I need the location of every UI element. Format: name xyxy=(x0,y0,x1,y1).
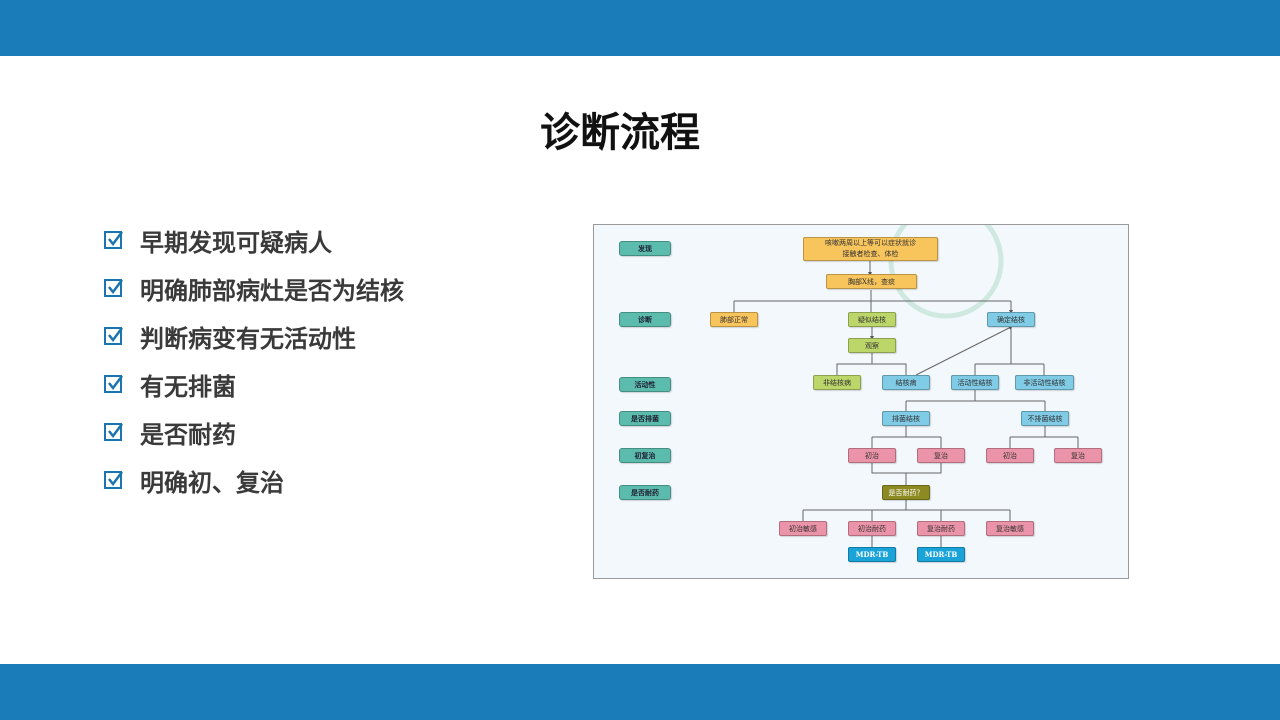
node-new-2: 初治 xyxy=(986,448,1034,463)
node-xray: 胸部X线，查痰 xyxy=(826,274,917,289)
node-retreat-2: 复治 xyxy=(1054,448,1102,463)
node-retreat-resistant: 复治耐药 xyxy=(917,521,965,536)
node-new-resistant: 初治耐药 xyxy=(848,521,896,536)
row-label-resistance: 是否耐药 xyxy=(619,485,671,500)
row-label-diagnosis: 诊断 xyxy=(619,312,671,327)
node-new-sensitive: 初治敏感 xyxy=(779,521,827,536)
row-label-treatment: 初复治 xyxy=(619,448,671,463)
checkbox-icon xyxy=(104,471,123,489)
row-label-activity: 活动性 xyxy=(619,377,671,392)
checkbox-icon xyxy=(104,279,123,297)
list-item: 有无排菌 xyxy=(104,360,404,408)
bottom-banner xyxy=(0,664,1280,720)
list-item: 明确初、复治 xyxy=(104,456,404,504)
bullet-text: 早期发现可疑病人 xyxy=(140,228,332,257)
node-start-line1: 咳嗽两周以上等可以症状就诊 xyxy=(825,239,916,247)
list-item: 早期发现可疑病人 xyxy=(104,216,404,264)
flowchart-connectors xyxy=(733,225,1079,547)
row-label-discover: 发现 xyxy=(619,241,671,256)
bullet-text: 明确初、复治 xyxy=(140,468,284,497)
bullet-text: 明确肺部病灶是否为结核 xyxy=(140,276,404,305)
list-item: 判断病变有无活动性 xyxy=(104,312,404,360)
top-banner xyxy=(0,0,1280,56)
node-start-line2: 接触者检查、体检 xyxy=(842,250,899,258)
checkbox-icon xyxy=(104,231,123,249)
node-observe: 观察 xyxy=(848,338,896,353)
node-smear-neg: 不排菌结核 xyxy=(1021,411,1069,426)
row-label-smear: 是否排菌 xyxy=(619,411,671,426)
node-confirmed: 确定结核 xyxy=(987,312,1035,327)
bullet-list: 早期发现可疑病人 明确肺部病灶是否为结核 判断病变有无活动性 有无排菌 是否耐药… xyxy=(104,216,404,504)
node-normal: 肺部正常 xyxy=(710,312,758,327)
bullet-text: 判断病变有无活动性 xyxy=(140,324,356,353)
node-tb: 结核病 xyxy=(882,375,930,390)
bullet-text: 是否耐药 xyxy=(140,420,236,449)
node-mdr-tb-2: MDR-TB xyxy=(917,547,965,562)
node-new-1: 初治 xyxy=(848,448,896,463)
checkbox-icon xyxy=(104,327,123,345)
bullet-text: 有无排菌 xyxy=(140,372,236,401)
diagnosis-flowchart: 发现 诊断 活动性 是否排菌 初复治 是否耐药 咳嗽两周以上等可以症状就诊接触者… xyxy=(593,224,1129,579)
node-resistant-question: 是否耐药？ xyxy=(882,485,930,500)
checkbox-icon xyxy=(104,423,123,441)
node-smear-pos: 排菌结核 xyxy=(882,411,930,426)
node-suspect: 疑似结核 xyxy=(848,312,896,327)
list-item: 是否耐药 xyxy=(104,408,404,456)
checkbox-icon xyxy=(104,375,123,393)
node-inactive: 非活动性结核 xyxy=(1015,375,1074,390)
list-item: 明确肺部病灶是否为结核 xyxy=(104,264,404,312)
node-active: 活动性结核 xyxy=(951,375,999,390)
page-title: 诊断流程 xyxy=(540,110,700,156)
node-start: 咳嗽两周以上等可以症状就诊接触者检查、体检 xyxy=(803,237,938,261)
node-retreat-1: 复治 xyxy=(917,448,965,463)
node-mdr-tb-1: MDR-TB xyxy=(848,547,896,562)
node-retreat-sensitive: 复治敏感 xyxy=(986,521,1034,536)
node-non-tb: 非结核病 xyxy=(813,375,861,390)
watermark-logo xyxy=(888,225,1004,319)
